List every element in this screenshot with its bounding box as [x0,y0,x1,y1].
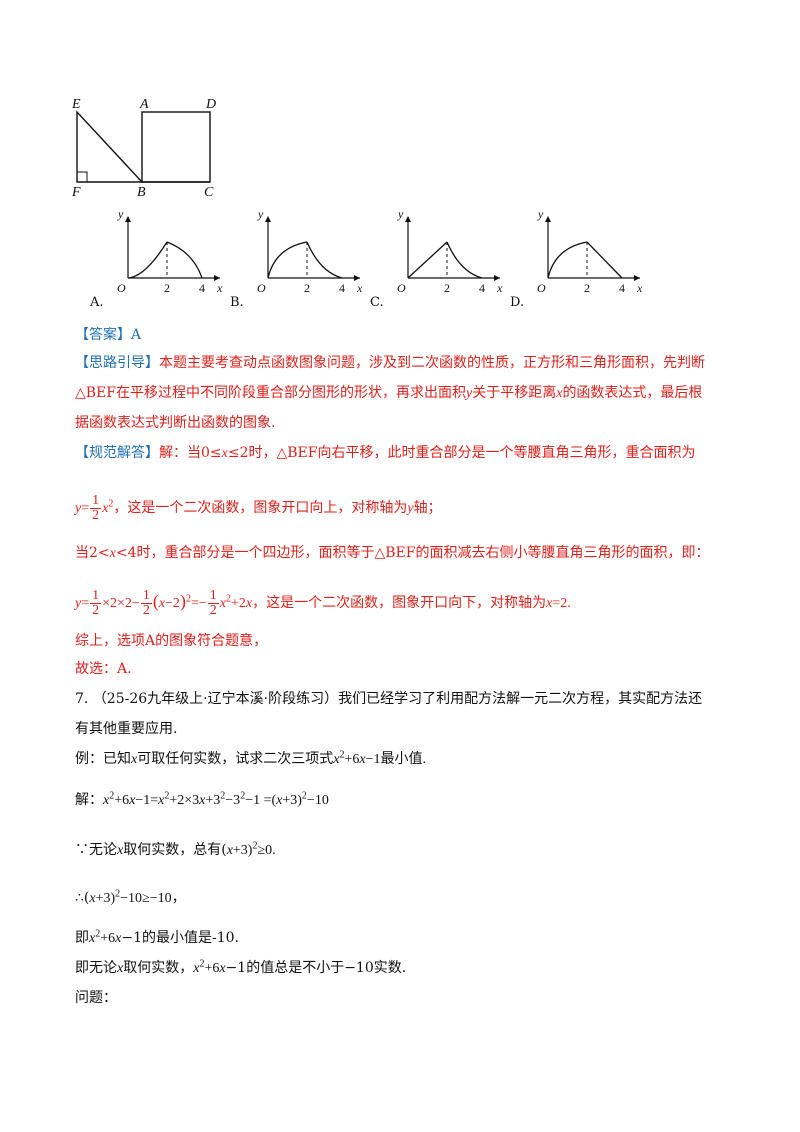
graph-b: y x O 2 4 [257,207,363,295]
option-b-label: B. [230,295,244,310]
problem7-line-5: ∵无论x取何实数，总有(x+3)2≥0. [75,840,276,858]
answer-tag: 【答案】 [75,327,131,343]
triangle-efb [76,110,144,183]
option-a-label: A. [90,295,104,310]
guide-line-1: 【思路引导】本题主要考查动点函数图象问题，涉及到二次函数的性质，正方形和三角形面… [75,355,705,371]
problem-figure: E A D F B C y x O 2 4 [60,90,680,320]
solution-line-3: 当2<x<4时，重合部分是一个四边形，面积等于△BEF的面积减去右侧小等腰直角三… [75,545,710,561]
svg-text:O: O [537,281,546,295]
svg-text:y: y [537,207,544,221]
solution-line-5: 综上，选项A的图象符合题意， [75,633,268,649]
svg-text:x: x [636,281,643,295]
problem7-line-8: 即无论x取何实数，x2+6x−1的值总是不小于−10实数. [75,958,407,976]
problem7-line-6: ∴(x+3)2−10≥−10， [75,888,186,906]
solution-line-1: 【规范解答】解：当0≤x≤2时，△BEF向右平移，此时重合部分是一个等腰直角三角… [75,445,696,461]
svg-text:4: 4 [619,281,625,295]
label-e: E [71,97,81,112]
solution-tag: 【规范解答】 [75,445,159,461]
svg-text:4: 4 [199,281,205,295]
label-c: C [204,185,214,200]
problem7-line-1: 7. （25-26九年级上·辽宁本溪·阶段练习）我们已经学习了利用配方法解一元二… [75,691,703,707]
problem7-line-7: 即x2+6x−1的最小值是-10. [75,928,239,946]
problem7-line-9: 问题： [75,990,117,1006]
problem7-line-2: 有其他重要应用. [75,721,178,737]
svg-text:x: x [356,281,363,295]
right-angle-mark [76,171,88,183]
svg-text:2: 2 [304,281,310,295]
svg-text:y: y [397,207,404,221]
svg-text:O: O [257,281,266,295]
guide-line-2: △BEF在平移过程中不同阶段重合部分图形的形状，再求出面积y关于平移距离x的函数… [75,385,703,401]
figure-svg: E A D F B C y x O 2 4 [71,97,643,295]
svg-text:y: y [117,207,124,221]
guide-line-3: 据函数表达式判断出函数的图象. [75,415,276,431]
svg-text:2: 2 [584,281,590,295]
guide-tag: 【思路引导】 [75,355,159,371]
svg-text:O: O [117,281,126,295]
svg-text:4: 4 [339,281,345,295]
problem7-line-3: 例：已知x可取任何实数，试求二次三项式x2+6x−1最小值. [75,749,426,767]
label-b: B [137,185,146,200]
option-d-label: D. [510,295,525,310]
label-a: A [139,97,149,112]
solution-line-6: 故选：A. [75,661,132,677]
label-f: F [71,185,81,200]
svg-text:y: y [257,207,264,221]
graph-c: y x O 2 4 [397,207,503,295]
answer-line: 【答案】A [75,325,141,345]
svg-text:2: 2 [444,281,450,295]
square-abcd [141,111,211,183]
graph-a: y x O 2 4 [117,207,223,295]
option-c-label: C. [370,295,384,310]
label-d: D [205,97,216,112]
answer-value: A [131,327,142,343]
problem7-line-4: 解：x2+6x−1=x2+2×3x+32−32−1 =(x+3)2−10 [75,790,329,808]
graph-d: y x O 2 4 [537,207,643,295]
svg-text:x: x [496,281,503,295]
svg-text:O: O [397,281,406,295]
svg-text:2: 2 [164,281,170,295]
svg-text:x: x [216,281,223,295]
svg-text:4: 4 [479,281,485,295]
